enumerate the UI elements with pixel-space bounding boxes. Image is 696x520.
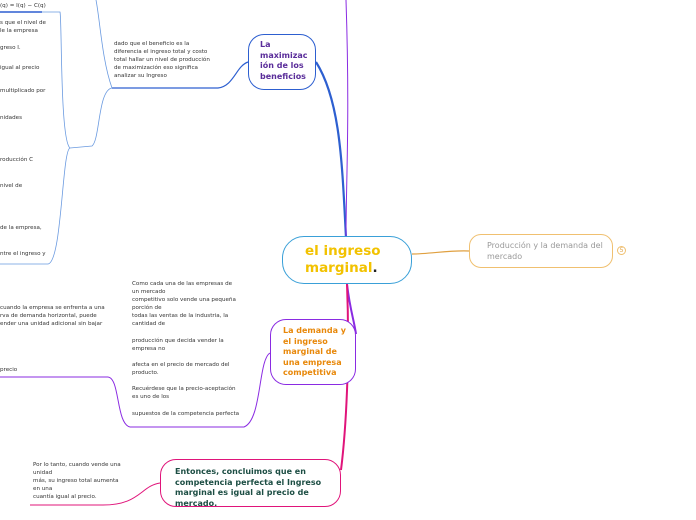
- topic-line: maximizac: [260, 50, 308, 60]
- note-line: afecta en el precio de mercado del: [132, 361, 230, 368]
- note-line: porción de: [132, 305, 162, 312]
- topic-line: Entonces, concluimos que en: [175, 467, 306, 476]
- note-line: [132, 353, 239, 361]
- note-line: cuantía igual al precio.: [33, 494, 97, 501]
- link-central-produccion: [411, 250, 470, 255]
- topic-line: mercado: [487, 251, 523, 261]
- fragment-text[interactable]: igual al precio: [0, 65, 40, 71]
- central-title-line-1: el ingreso: [305, 243, 381, 259]
- topic-line: competitiva: [283, 368, 337, 377]
- central-topic[interactable]: el ingreso marginal.: [282, 236, 412, 284]
- link-central-maximizacion: [315, 61, 348, 239]
- collapsed-count-badge[interactable]: 5: [617, 246, 626, 255]
- central-title-end: .: [372, 260, 378, 276]
- note-line: más, su ingreso total aumenta: [33, 478, 119, 485]
- link-left-b: [0, 147, 71, 265]
- fragment-text[interactable]: nidades: [0, 115, 22, 121]
- fragment-text[interactable]: roducción C: [0, 157, 34, 163]
- topic-line: una empresa: [283, 357, 342, 367]
- topic-line: ión de los: [260, 61, 304, 70]
- topic-line: competencia perfecta el Ingreso: [175, 477, 322, 487]
- fragment-text[interactable]: ender una unidad adicional sin bajar: [0, 321, 103, 327]
- fragment-text[interactable]: multiplicado por: [0, 88, 46, 94]
- note-line: es uno de los: [132, 394, 170, 401]
- link-dem-note: [130, 352, 271, 428]
- topic-demanda[interactable]: La demanda y el ingreso marginal de una …: [270, 319, 356, 385]
- note-line: total hallar un nivel de producción: [114, 57, 210, 64]
- note-line: Como cada una de las empresas de: [132, 281, 233, 287]
- note-line: empresa no: [132, 345, 166, 352]
- note-line: producción que decida vender la: [132, 337, 224, 344]
- fragment-text[interactable]: nivel de: [0, 183, 23, 189]
- link-central-top: [345, 0, 349, 239]
- link-note-top: [95, 0, 113, 89]
- note-line: cantidad de: [132, 321, 166, 328]
- note-line: competitivo solo vende una pequeña: [132, 297, 236, 304]
- central-title-line-2: marginal: [305, 260, 373, 276]
- link-left-a: [0, 11, 71, 149]
- note-line: supuestos de la competencia perfecta: [132, 410, 240, 417]
- fragment-text[interactable]: (q) = I(q) − C(q): [0, 3, 46, 9]
- note-line: de maximización eso significa: [114, 65, 198, 72]
- note-line: Recuérdese que la precio-aceptación: [132, 386, 236, 393]
- note-line: [132, 377, 239, 385]
- topic-line: Producción y la demanda del: [487, 241, 603, 250]
- fragment-text[interactable]: rva de demanda horizontal, puede: [0, 313, 97, 319]
- note-line: en una: [33, 486, 53, 493]
- link-max-note: [112, 61, 249, 89]
- note-line: Por lo tanto, cuando vende una: [33, 462, 121, 468]
- note-line: todas las ventas de la industria, la: [132, 313, 229, 320]
- note-line: dado que el beneficio es la: [114, 41, 190, 47]
- topic-line: el ingreso: [283, 336, 328, 346]
- topic-line: marginal de: [283, 347, 337, 356]
- topic-line: La: [260, 40, 271, 49]
- topic-line: La demanda y: [283, 326, 346, 335]
- fragment-text[interactable]: precio: [0, 367, 18, 373]
- fragment-text[interactable]: de la empresa,: [0, 225, 42, 231]
- fragment-text[interactable]: ntre el ingreso y: [0, 251, 46, 257]
- note-line: [132, 329, 239, 337]
- link-note-left: [69, 87, 113, 149]
- fragment-text[interactable]: greso I.: [0, 45, 21, 51]
- note-beneficio[interactable]: dado que el beneficio es la diferencia e…: [114, 40, 210, 80]
- fragment-text[interactable]: s que el nivel de: [0, 20, 46, 26]
- link-central-conclusion: [340, 283, 350, 471]
- note-line: diferencia el ingreso total y costo: [114, 49, 208, 56]
- note-line: producto.: [132, 370, 159, 377]
- note-competitiva[interactable]: Como cada una de las empresas de un merc…: [132, 280, 239, 418]
- topic-line: beneficios: [260, 71, 306, 81]
- note-por-lo-tanto[interactable]: Por lo tanto, cuando vende una unidad má…: [33, 461, 121, 501]
- topic-produccion[interactable]: Producción y la demanda del mercado: [469, 234, 613, 268]
- topic-line: marginal es igual al precio de mercado.: [175, 488, 309, 508]
- topic-maximizacion[interactable]: La maximizac ión de los beneficios: [248, 34, 316, 90]
- fragment-text[interactable]: le la empresa: [0, 28, 38, 34]
- note-line: un mercado: [132, 289, 166, 296]
- note-line: unidad: [33, 470, 53, 477]
- topic-conclusion[interactable]: Entonces, concluimos que en competencia …: [160, 459, 341, 508]
- note-line: [132, 401, 239, 409]
- note-line: analizar su Ingreso: [114, 73, 167, 80]
- link-note-dem-left: [0, 376, 131, 428]
- fragment-text[interactable]: cuando la empresa se enfrenta a una: [0, 305, 105, 311]
- link-con-note: [30, 482, 161, 506]
